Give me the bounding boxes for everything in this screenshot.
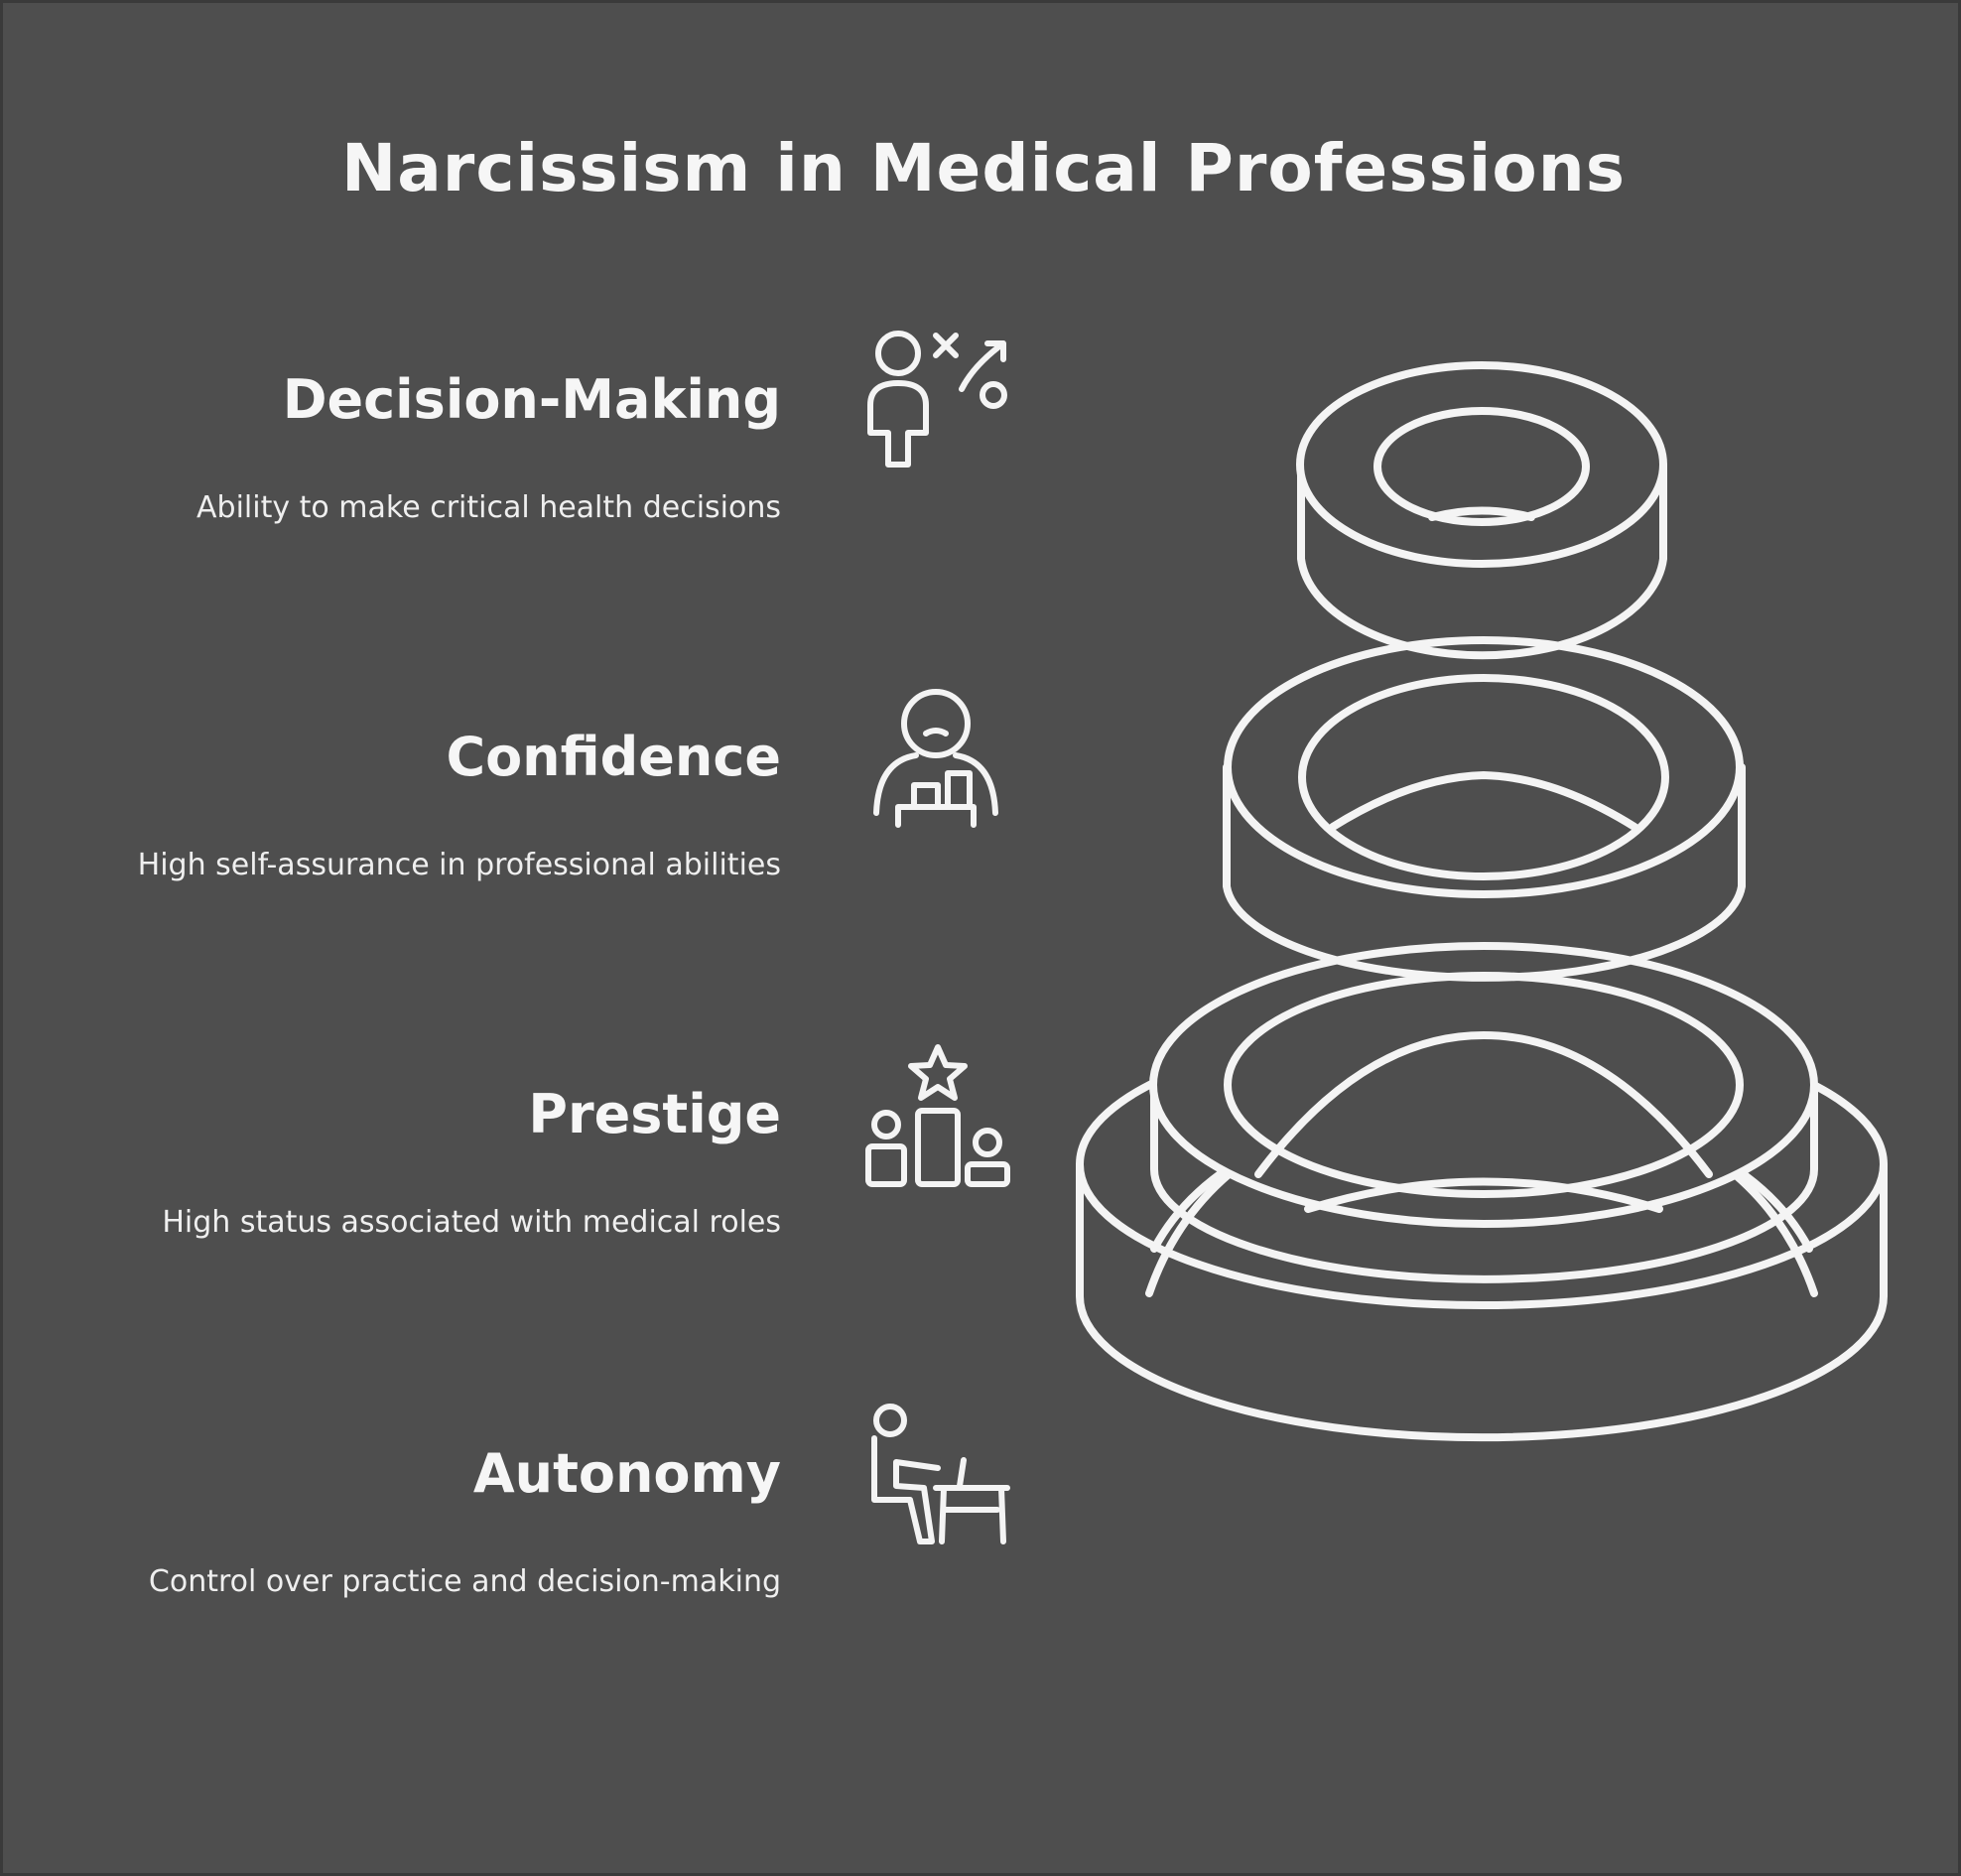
item-description: Ability to make critical health decision… xyxy=(196,490,781,525)
confident-person-icon xyxy=(873,689,998,828)
item-autonomy: Autonomy Control over practice and decis… xyxy=(0,1442,781,1599)
podium-star-icon xyxy=(865,1044,1010,1187)
item-heading: Decision-Making xyxy=(282,368,781,431)
item-description: Control over practice and decision-makin… xyxy=(148,1564,781,1599)
item-description: High status associated with medical role… xyxy=(162,1205,781,1240)
ring-prestige xyxy=(1149,942,1818,1283)
item-description: High self-assurance in professional abil… xyxy=(137,848,781,882)
ring-confidence xyxy=(1223,636,1746,982)
item-heading: Prestige xyxy=(528,1083,781,1145)
item-heading: Autonomy xyxy=(472,1442,781,1505)
person-at-desk-icon xyxy=(871,1404,1010,1544)
item-confidence: Confidence High self-assurance in profes… xyxy=(0,726,781,882)
ring-decision-making xyxy=(1296,361,1667,660)
item-heading: Confidence xyxy=(446,726,781,788)
stacked-rings-illustration xyxy=(1076,361,1888,1442)
diagram-title: Narcissism in Medical Professions xyxy=(341,130,1626,206)
item-decision-making: Decision-Making Ability to make critical… xyxy=(0,368,781,525)
decision-person-icon xyxy=(867,331,1007,468)
item-prestige: Prestige High status associated with med… xyxy=(0,1083,781,1240)
